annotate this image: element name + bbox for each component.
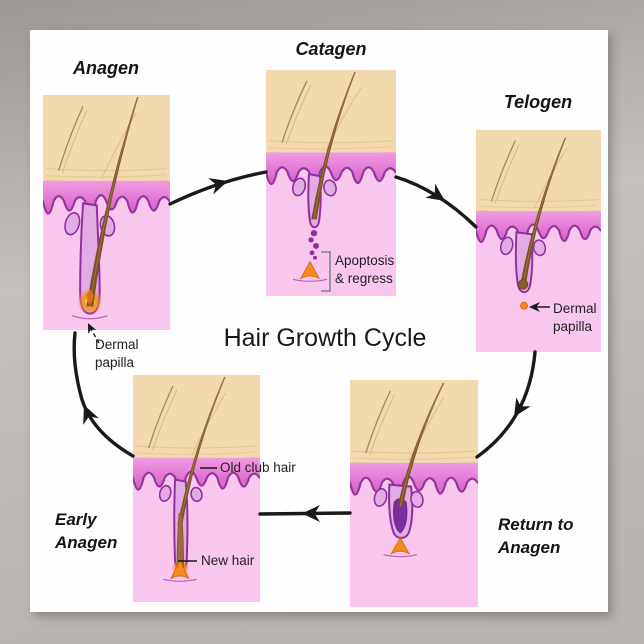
label-catagen-apoptosis: Apoptosis & regress	[335, 253, 395, 286]
early-anagen-illustration	[133, 375, 260, 602]
panel-telogen	[476, 130, 601, 352]
label-telogen-dermal-papilla: Dermal papilla	[553, 301, 597, 334]
poster-title: Hair Growth Cycle	[223, 324, 427, 352]
arrowhead-early-to-anagen	[83, 405, 99, 425]
panel-catagen	[266, 70, 396, 296]
panel-anagen	[43, 95, 170, 330]
arrowhead-return-to-early	[302, 505, 320, 522]
stage-label-catagen: Catagen	[295, 39, 367, 59]
stage-label-anagen: Anagen	[72, 58, 139, 78]
telogen-illustration	[476, 130, 601, 352]
arrowhead-anagen-to-catagen	[208, 178, 228, 195]
label-new-hair: New hair	[201, 553, 255, 568]
anagen-illustration	[43, 95, 170, 330]
panel-return-to-anagen	[350, 380, 478, 607]
panel-early-anagen	[133, 375, 260, 602]
label-anagen-dermal-papilla: Dermal papilla	[95, 337, 139, 370]
stage-label-early-anagen: Early Anagen	[55, 510, 118, 552]
arrow-return-to-early	[258, 511, 352, 516]
arrowhead-catagen-to-telogen	[425, 183, 445, 201]
stage-label-return-to-anagen: Return to Anagen	[498, 515, 574, 557]
catagen-illustration	[266, 70, 396, 296]
arrow-catagen-to-telogen	[394, 175, 478, 229]
return-to-anagen-illustration	[350, 380, 478, 607]
arrow-anagen-to-catagen	[168, 170, 268, 206]
label-old-club-hair: Old club hair	[220, 460, 296, 475]
arrow-telogen-to-return	[475, 350, 537, 459]
stage-label-telogen: Telogen	[503, 92, 573, 112]
arrowhead-telogen-to-return	[514, 397, 531, 417]
hair-growth-cycle-poster: Anagen Catagen Telogen Early Anagen Retu…	[30, 30, 608, 612]
